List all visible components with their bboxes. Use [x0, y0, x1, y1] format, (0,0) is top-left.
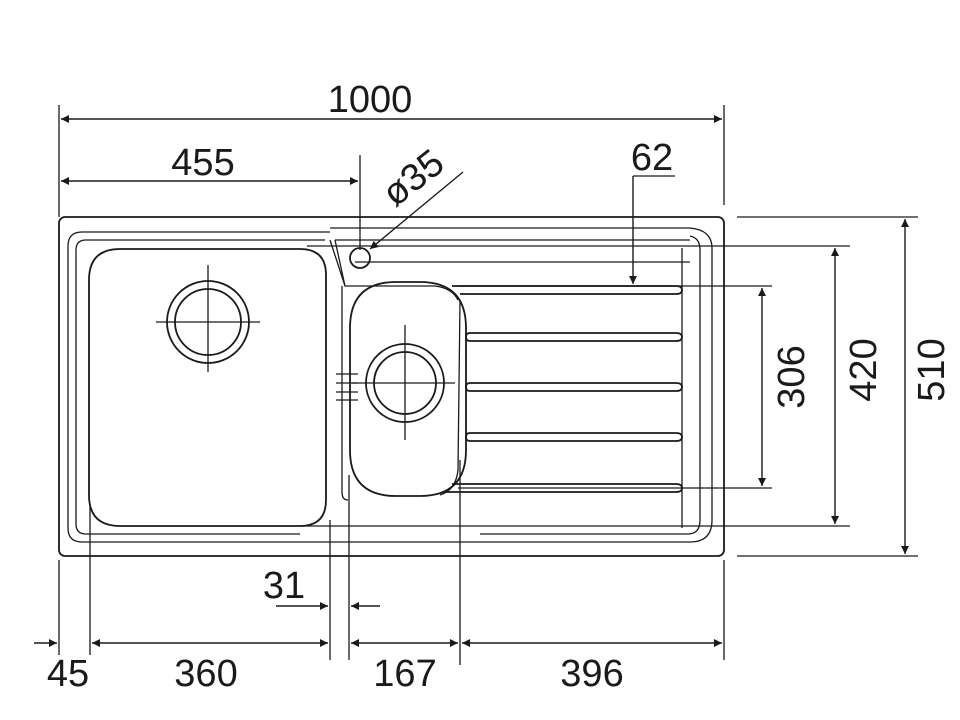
label-455: 455 [171, 142, 234, 184]
drainer-groove-2 [465, 332, 683, 342]
label-167: 167 [373, 653, 436, 695]
sink-outer-frame [58, 216, 725, 557]
label-45: 45 [47, 653, 89, 695]
label-510: 510 [911, 338, 953, 401]
label-31: 31 [263, 565, 305, 607]
label-1000: 1000 [328, 79, 413, 121]
label-360: 360 [174, 653, 237, 695]
sink-inner-rim-2 [75, 239, 325, 535]
label-396: 396 [560, 653, 623, 695]
label-62: 62 [631, 137, 673, 179]
prep-bowl-outline [349, 281, 467, 497]
label-tap-diameter: ø35 [375, 142, 452, 215]
tap-hole-circle [349, 247, 371, 269]
dimension-arrows [34, 115, 909, 647]
tap-ledge [329, 239, 459, 301]
drainer-groove-4 [465, 432, 683, 442]
drainer-groove-1 [452, 285, 683, 295]
prep-bowl [336, 281, 467, 501]
sink-inner-rim [67, 227, 713, 543]
dimension-labels: 1000 455 ø35 62 306 420 510 31 45 360 16… [47, 79, 953, 695]
tap-hole [349, 247, 371, 269]
sink-outline [58, 216, 725, 557]
extension-lines [58, 105, 918, 665]
label-420: 420 [843, 338, 885, 401]
drainer-grooves [444, 248, 683, 528]
drainer-rim [480, 235, 701, 535]
drainer-groove-3 [465, 382, 683, 392]
dim-diameter-leader [369, 171, 464, 250]
label-306: 306 [771, 345, 813, 408]
main-bowl [88, 248, 327, 527]
